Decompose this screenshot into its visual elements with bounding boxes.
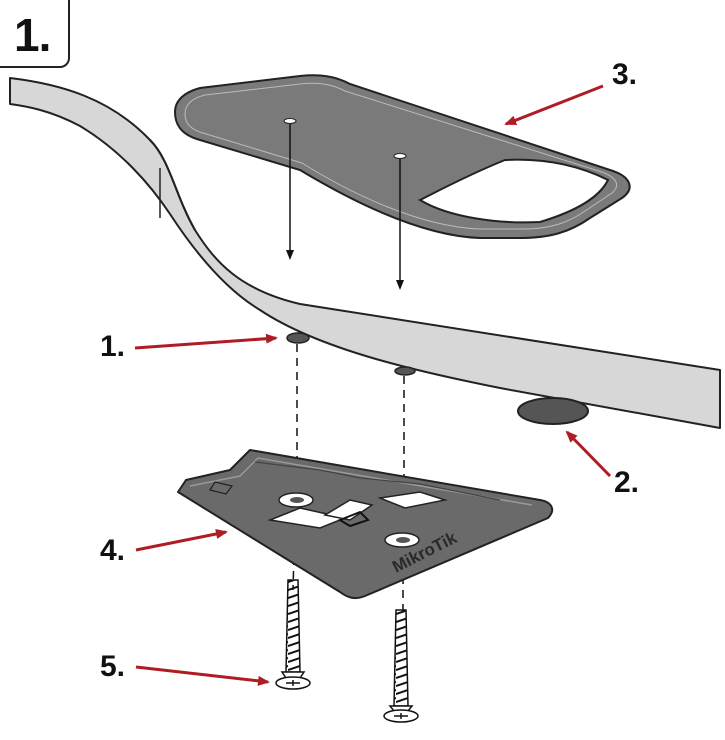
step-tab: 1.: [0, 0, 70, 68]
screw-left: [275, 579, 311, 690]
callout-label-1: 1.: [100, 330, 126, 363]
drilling-template: [173, 74, 631, 239]
callout-arrow-2: [565, 430, 612, 478]
wall-hole-left: [286, 332, 310, 344]
cable-hole: [517, 397, 589, 425]
callout-label-2: 2.: [614, 466, 640, 499]
mounting-bracket: MikroTik: [177, 449, 554, 600]
wall-hole-right: [394, 366, 416, 376]
screw-right: [383, 609, 419, 723]
callout-arrow-3: [504, 84, 604, 126]
dash-line-lower-left: [292, 514, 296, 591]
callout-label-5: 5.: [100, 650, 126, 683]
callout-arrow-5: [135, 665, 270, 686]
callout-arrow-4: [135, 529, 228, 552]
callout-arrow-1: [134, 333, 278, 350]
step-number: 1.: [14, 9, 51, 61]
callout-label-4: 4.: [100, 534, 126, 567]
callout-label-3: 3.: [612, 58, 638, 91]
